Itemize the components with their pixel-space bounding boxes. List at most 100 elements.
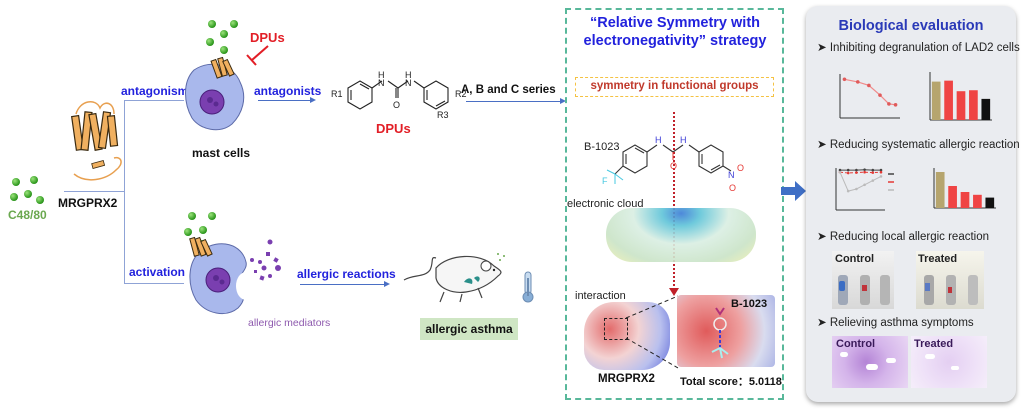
series-label: A, B and C series: [461, 84, 556, 96]
interaction-label: interaction: [575, 290, 626, 302]
total-score-label: Total score：5.0118: [680, 376, 782, 388]
atom-nitro-o2: O: [729, 183, 737, 193]
data-point: [846, 168, 850, 172]
data-point: [863, 170, 866, 174]
ligand-dot: [36, 196, 44, 204]
degranulation-bar-chart: [929, 72, 992, 121]
ligand-pose-icon: [711, 307, 729, 359]
bio-section-4-label: Relieving asthma symptoms: [829, 317, 974, 329]
ligand-label: C48/80: [8, 208, 47, 222]
atom-n-left: N: [378, 78, 385, 88]
bullet-arrow-icon: ➤: [817, 231, 827, 243]
ligand-dot: [208, 212, 216, 220]
degranulation-dose-response-chart: [839, 74, 900, 119]
ligand-dot: [24, 190, 32, 198]
antagonists-label: antagonists: [254, 84, 322, 98]
data-point: [878, 93, 882, 97]
ligand-dot: [220, 30, 228, 38]
mediators-label: allergic mediators: [248, 317, 331, 329]
bullet-arrow-icon: ➤: [817, 139, 827, 151]
bio-title: Biological evaluation: [838, 18, 984, 34]
mast-cells-label: mast cells: [192, 146, 251, 160]
data-point: [855, 187, 858, 191]
bio-section-2: ➤ Reducing systematic allergic reaction: [817, 137, 1020, 151]
bio-section-2-label: Reducing systematic allergic reaction: [829, 139, 1020, 151]
docking-pose-view: [677, 295, 775, 367]
data-point: [846, 189, 850, 193]
antagonists-arrow: [258, 97, 316, 103]
ligand-dot: [184, 228, 192, 236]
compound-structure: [606, 144, 732, 184]
dpu-scaffold-structure: [347, 80, 449, 110]
allergic-asthma-badge: allergic asthma: [420, 318, 518, 340]
atom-nh-right: H: [680, 135, 687, 145]
symmetry-axis: [673, 112, 675, 290]
bar: [985, 197, 995, 208]
substituent-r2: R2: [455, 89, 467, 99]
receptor-icon: [70, 101, 122, 181]
atom-nitro-o1: O: [737, 163, 745, 173]
ligand-dot: [220, 46, 228, 54]
histology-control-label: Control: [836, 338, 876, 350]
data-point: [863, 168, 866, 171]
activated-mast-cell-icon: [189, 236, 281, 315]
bullet-arrow-icon: ➤: [817, 42, 827, 54]
data-point: [838, 170, 842, 174]
zoom-callout-lines: [625, 295, 679, 369]
allergic-reactions-label: allergic reactions: [297, 267, 396, 281]
strategy-title: “Relative Symmetry with electronegativit…: [566, 14, 784, 50]
data-point: [842, 77, 847, 82]
mouse-icon: [403, 253, 505, 303]
bar: [944, 80, 953, 120]
data-point: [838, 168, 842, 172]
ligand-dot: [12, 178, 20, 186]
docked-ligand-label: B-1023: [731, 298, 768, 310]
receptor-label: MRGPRX2: [58, 196, 118, 210]
data-point: [879, 168, 883, 172]
ligand-dot: [30, 176, 38, 184]
atom-n-right: N: [405, 78, 412, 88]
symmetry-subtitle: symmetry in functional groups: [575, 77, 774, 97]
activation-label: activation: [129, 265, 186, 279]
histology-treated-image: [911, 336, 987, 388]
bar: [948, 186, 957, 208]
atom-f: F: [602, 176, 608, 186]
substituent-r1: R1: [331, 89, 343, 99]
branch-connector-top: [124, 100, 184, 101]
data-point: [879, 170, 883, 174]
data-point: [871, 168, 875, 172]
branch-connector-bottom: [124, 283, 184, 284]
data-point: [855, 80, 860, 84]
systemic-reaction-line-chart: [835, 168, 894, 211]
ligand-dot: [230, 20, 238, 28]
strategy-panel: [565, 8, 784, 400]
bio-section-1: ➤ Inhibiting degranulation of LAD2 cells: [817, 40, 1020, 54]
protein-label: MRGPRX2: [598, 373, 655, 385]
bio-section-4: ➤ Relieving asthma symptoms: [817, 315, 974, 329]
ligand-dot: [206, 38, 214, 46]
data-point: [871, 179, 875, 182]
bullet-arrow-icon: ➤: [817, 317, 827, 329]
atom-carbonyl-o: O: [670, 161, 678, 171]
atom-nh-left: H: [378, 70, 385, 80]
allergic-reactions-arrow: [300, 281, 390, 287]
compound-label: B-1023: [584, 141, 620, 153]
paws-control-image: [832, 251, 894, 309]
ligand-dot: [208, 20, 216, 28]
bio-section-3-label: Reducing local allergic reaction: [829, 231, 990, 243]
dpus-label: DPUs: [376, 121, 411, 136]
histology-treated-label: Treated: [914, 338, 954, 350]
binding-site-box: [604, 318, 628, 340]
bio-section-3: ➤ Reducing local allergic reaction: [817, 229, 989, 243]
data-point: [871, 171, 875, 174]
strategy-title-line2: electronegativity” strategy: [583, 33, 767, 49]
bar: [981, 98, 991, 120]
bio-section-1-label: Inhibiting degranulation of LAD2 cells: [829, 42, 1020, 54]
histology-control-image: [832, 336, 908, 388]
data-point: [893, 103, 898, 107]
data-point: [887, 102, 891, 106]
ligand-dot: [199, 226, 207, 234]
bar: [931, 81, 941, 120]
paws-treated-label: Treated: [918, 253, 958, 265]
dose-response-curve: [844, 78, 896, 106]
